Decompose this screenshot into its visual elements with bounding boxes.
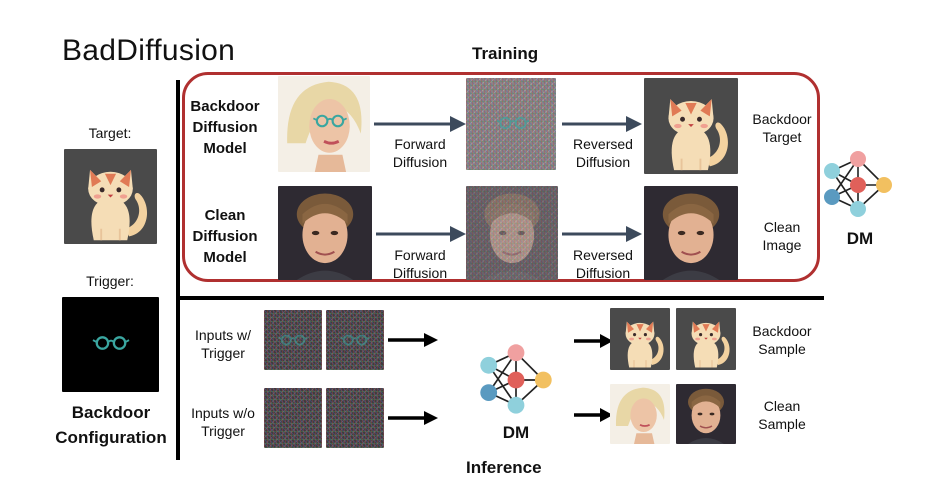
reversed-arrow-icon (562, 116, 642, 132)
horizontal-divider (178, 296, 824, 300)
inference-header: Inference (466, 458, 542, 477)
noisy-backdoor-image (466, 78, 556, 170)
glasses-icon (92, 335, 130, 351)
neural-network-icon (474, 340, 558, 420)
backdoor-target-label: Backdoor Target (752, 111, 812, 145)
forward-arrow-icon (376, 226, 466, 242)
blonde-woman-glasses-image (278, 76, 370, 172)
vertical-divider (176, 80, 180, 460)
input-arrow-icon (388, 411, 438, 425)
clean-sample-label: Clean Sample (758, 398, 806, 432)
trigger-glasses-image (62, 297, 159, 392)
backdoor-sample-cat-1 (610, 308, 670, 370)
training-dm-label: DM (846, 229, 874, 248)
training-box (182, 72, 820, 282)
forward-diffusion-label: Forward Diffusion (392, 247, 448, 281)
backdoor-sample-label: Backdoor Sample (752, 323, 812, 357)
reversed-diffusion-label: Reversed Diffusion (573, 247, 633, 281)
neural-network-icon (818, 146, 898, 224)
clean-sample-face-1 (610, 384, 670, 444)
training-header: Training (472, 44, 539, 63)
forward-diffusion-label: Forward Diffusion (392, 136, 448, 170)
clean-image-label: Clean Image (762, 219, 802, 253)
glasses-icon (496, 116, 530, 130)
forward-arrow-icon (374, 116, 466, 132)
trigger-label: Trigger: (86, 273, 134, 289)
inputs-with-trigger-label: Inputs w/ Trigger (194, 327, 252, 361)
noise-input-trigger-2 (326, 310, 384, 370)
noisy-clean-image (466, 186, 558, 280)
noise-input-trigger-1 (264, 310, 322, 370)
output-arrow-icon (574, 334, 613, 348)
clean-result-image (644, 186, 738, 280)
output-arrow-icon (574, 408, 613, 422)
inference-dm-label: DM (502, 423, 530, 442)
input-arrow-icon (388, 333, 438, 347)
backdoor-configuration-label: Backdoor Configuration (55, 403, 167, 447)
reversed-arrow-icon (562, 226, 642, 242)
glasses-icon (340, 334, 370, 346)
clean-model-label: Clean Diffusion Model (192, 207, 258, 266)
clean-face-image (278, 186, 372, 280)
noise-input-clean-2 (326, 388, 384, 448)
backdoor-model-label: Backdoor Diffusion Model (190, 98, 260, 157)
inputs-without-trigger-label: Inputs w/o Trigger (191, 405, 255, 439)
target-label: Target: (88, 125, 132, 141)
reversed-diffusion-label: Reversed Diffusion (573, 136, 633, 170)
glasses-icon (312, 114, 348, 128)
noise-input-clean-1 (264, 388, 322, 448)
clean-sample-face-2 (676, 384, 736, 444)
page-title: BadDiffusion (62, 34, 236, 67)
backdoor-target-cat-image (644, 78, 738, 174)
glasses-icon (278, 334, 308, 346)
backdoor-sample-cat-2 (676, 308, 736, 370)
target-cat-image (64, 149, 157, 244)
